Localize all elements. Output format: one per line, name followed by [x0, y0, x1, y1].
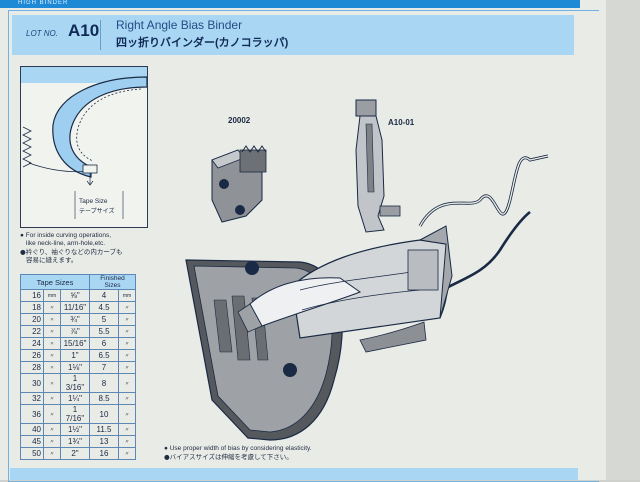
diagram-fabric-edge — [22, 126, 32, 168]
feed-dog-part — [211, 145, 267, 223]
product-title-japanese: 四ッ折りバインダー(カノコラッパ) — [116, 37, 289, 49]
bottom-note-ja: ●バイアスサイズは伸縮を考慮して下さい。 — [164, 453, 293, 461]
table-row: 36〃1 7/16"10〃 — [20, 404, 136, 424]
diagram-curved-binding — [52, 76, 148, 178]
part-code-presser-foot: A10-01 — [388, 118, 415, 127]
diagram-fabric-top — [21, 67, 147, 83]
diagram-stitch-line — [76, 88, 142, 162]
top-tab-decoration — [530, 0, 584, 8]
top-blue-band: HIGH BINDER — [0, 0, 580, 8]
header-divider — [100, 20, 101, 50]
col-header-tape-sizes: Tape Sizes — [20, 274, 90, 290]
table-row: 45〃1¾"13〃 — [20, 435, 136, 448]
part-code-throat-plate: 20002 — [228, 116, 251, 125]
top-strip-text: HIGH BINDER — [18, 0, 69, 6]
bottom-blue-bar — [10, 468, 578, 480]
binder-body — [237, 225, 453, 353]
table-row: 20〃¾"5〃 — [20, 313, 136, 326]
table-row: 32〃1¼"8.5〃 — [20, 392, 136, 405]
tape-size-label-ja: テープサイズ — [79, 207, 114, 215]
tape-size-label-en: Tape Size — [79, 198, 108, 205]
lot-label: LOT NO. — [26, 29, 59, 38]
product-title-english: Right Angle Bias Binder — [116, 18, 243, 32]
wire-guide-outline — [418, 154, 549, 227]
binding-diagram: Tape Size テープサイズ — [20, 66, 148, 228]
table-row: 28〃1⅛"7〃 — [20, 361, 136, 374]
product-header — [12, 15, 574, 55]
table-row: 50〃2"16〃 — [20, 447, 136, 460]
lot-code: A10 — [68, 21, 100, 40]
binding-curve-illustration: Tape Size テープサイズ — [21, 67, 148, 219]
page-right-edge — [606, 0, 640, 480]
table-row: 18〃11/16"4.5〃 — [20, 301, 136, 314]
diagram-arrow-icon — [86, 180, 94, 186]
note-ja-line-1: ●衿ぐり、袖ぐりなどの内カーブも — [20, 248, 123, 256]
table-row: 30〃1 3/16"8〃 — [20, 373, 136, 393]
bottom-note-en: ● Use proper width of bias by considerin… — [164, 445, 312, 452]
table-row: 22〃⅞"5.5〃 — [20, 325, 136, 338]
presser-foot-part — [355, 99, 401, 233]
usage-note: ● For inside curving operations, like ne… — [20, 232, 160, 264]
tape-inch-cell: 2" — [60, 447, 90, 460]
bottom-note: ● Use proper width of bias by considerin… — [164, 444, 312, 462]
note-ja-line-2: 容易に縫えます。 — [26, 256, 78, 264]
note-en-line-2: like neck-line, arm-hole,etc. — [26, 240, 106, 247]
wire-guide-highlight — [419, 155, 549, 227]
finished-unit-cell: 〃 — [118, 447, 136, 460]
note-en-line-1: ● For inside curving operations, — [20, 232, 111, 239]
